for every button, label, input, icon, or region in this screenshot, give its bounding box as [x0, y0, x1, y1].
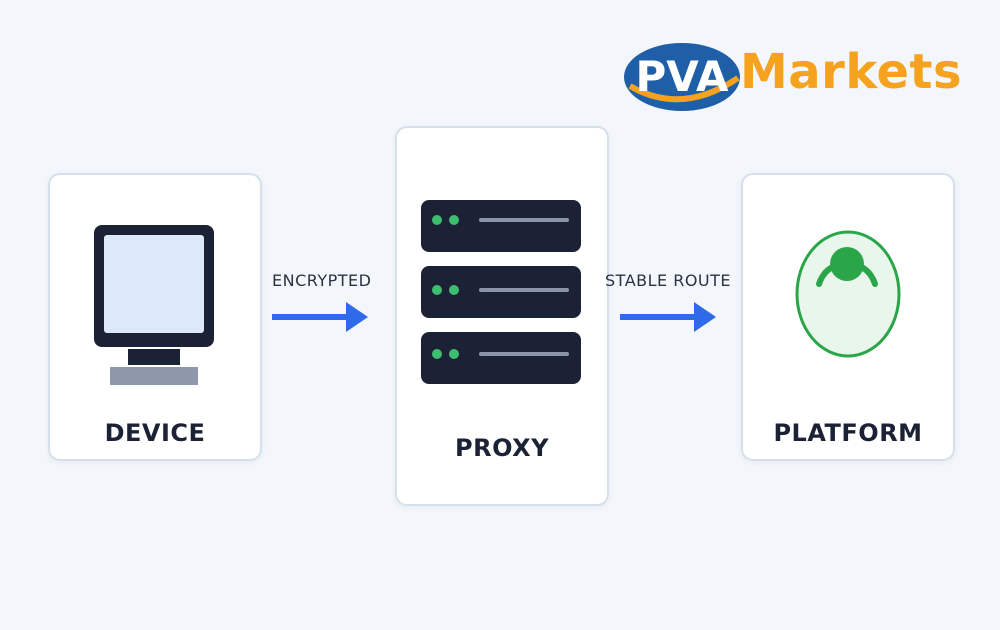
- device-node: DEVICE: [48, 173, 262, 461]
- arrow-right-icon: [620, 302, 716, 332]
- logo-wordmark: Markets: [740, 44, 963, 100]
- pva-logo-mark: PVA: [624, 43, 740, 111]
- server-unit: [421, 332, 581, 384]
- server-unit: [421, 266, 581, 318]
- server-unit: [421, 200, 581, 252]
- arrow-right-icon: [272, 302, 368, 332]
- edge-label-encrypted: ENCRYPTED: [272, 271, 372, 290]
- monitor-icon: [94, 225, 214, 385]
- proxy-label: PROXY: [455, 434, 549, 462]
- platform-label: PLATFORM: [773, 419, 923, 447]
- server-stack-icon: [421, 200, 581, 384]
- user-circle-icon: [795, 230, 901, 358]
- logo-mark-text: PVA: [636, 52, 729, 101]
- pva-markets-logo: PVA Markets: [622, 38, 962, 116]
- proxy-node: PROXY: [395, 126, 609, 506]
- edge-label-stable-route: STABLE ROUTE: [605, 271, 732, 290]
- device-label: DEVICE: [104, 419, 206, 447]
- platform-node: PLATFORM: [741, 173, 955, 461]
